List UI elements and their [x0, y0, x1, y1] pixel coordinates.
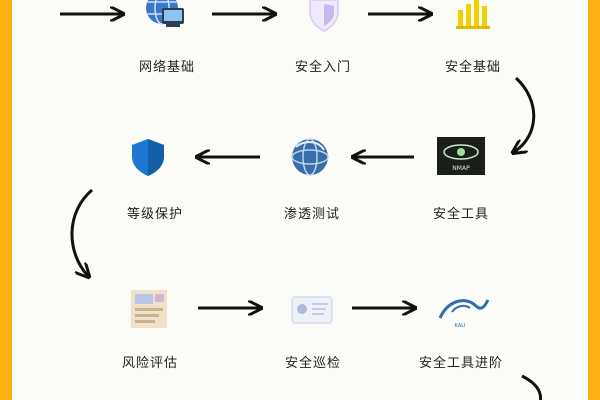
- kali-badge-text: KALI: [455, 323, 466, 329]
- node-label-classified-protection: 等级保护: [126, 207, 183, 222]
- bar-chart-icon: [456, 0, 490, 29]
- kali-dragon-icon: KALI: [438, 299, 490, 329]
- globe-computer-icon: [146, 0, 184, 27]
- node-label-security-basics: 安全基础: [444, 60, 501, 75]
- nmap-eye-icon: NMAP: [437, 137, 485, 175]
- document-icon: [131, 290, 167, 328]
- node-label-security-intro: 安全入门: [294, 60, 351, 75]
- nmap-badge-text: NMAP: [452, 165, 470, 172]
- node-label-security-tools: 安全工具: [432, 207, 489, 222]
- node-label-security-inspection: 安全巡检: [284, 356, 341, 371]
- shield-icon: [309, 0, 339, 32]
- arrow-protection-to-risk: [70, 188, 93, 276]
- node-label-advanced-security-tools: 安全工具进阶: [418, 356, 503, 371]
- globe-icon: [291, 138, 329, 176]
- node-label-penetration-testing: 渗透测试: [283, 207, 340, 222]
- node-label-network-basics: 网络基础: [138, 60, 195, 75]
- id-card-icon: [291, 296, 333, 324]
- diagram-frame: [12, 0, 588, 400]
- node-label-risk-assessment: 风险评估: [121, 356, 178, 371]
- blue-shield-icon: [132, 139, 164, 176]
- arrow-continue: [521, 374, 543, 400]
- arrow-basics-to-tools: [514, 76, 536, 152]
